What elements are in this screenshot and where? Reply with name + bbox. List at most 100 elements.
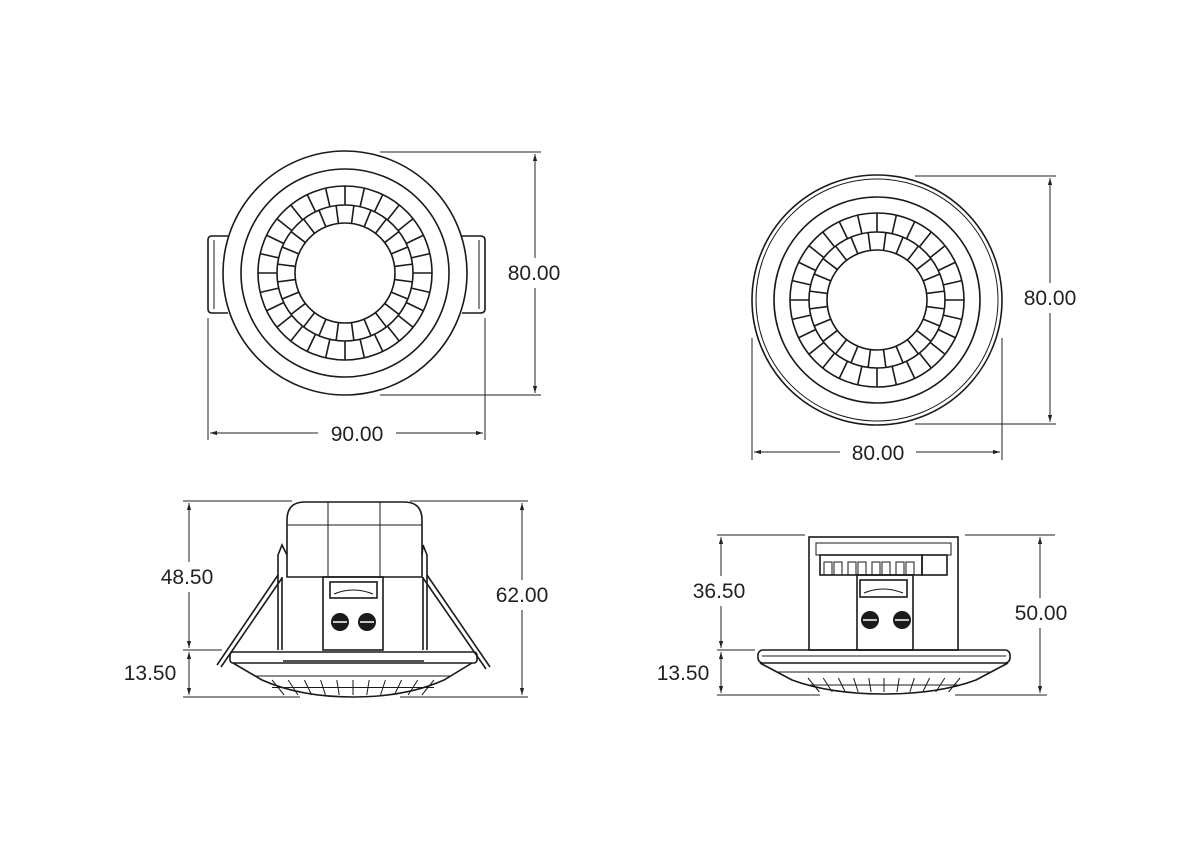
outer-rim (222, 150, 468, 396)
lens-segment (405, 234, 424, 245)
lens-segment (350, 322, 355, 341)
lens-segment (834, 339, 848, 355)
lens-segment (929, 341, 946, 355)
side-view-sensor-50 (757, 536, 1011, 695)
lens-segment (937, 261, 956, 272)
lens-segment (306, 194, 317, 213)
wiring-module (322, 576, 384, 651)
lens-segment (260, 252, 279, 259)
spring-clip-left (216, 574, 283, 668)
lens-segment (850, 236, 859, 255)
flange (229, 651, 478, 664)
lens-segment (290, 204, 304, 221)
lens-segment (266, 234, 285, 245)
lens-segment (411, 252, 430, 259)
lens-segment (335, 322, 340, 341)
lens-segment (411, 287, 430, 294)
screw-terminal-icon (331, 613, 376, 631)
lens-segment (808, 245, 825, 259)
lens-segment (929, 245, 946, 259)
lens-segment (384, 230, 400, 244)
lens-segment (373, 194, 384, 213)
inner-rim (773, 196, 981, 404)
lens-segment (276, 218, 293, 232)
lens-segment (390, 246, 409, 255)
lens-segment (302, 218, 316, 234)
lens-segment (822, 257, 838, 271)
lens-height-label: 13.50 (124, 662, 177, 685)
lens-segment (834, 245, 848, 261)
fresnel-lens (257, 185, 433, 361)
lens-segment (822, 352, 836, 369)
lens-segment (891, 215, 898, 234)
lens-segment (359, 188, 366, 207)
lens-segment (281, 291, 300, 300)
terminal-cap (286, 501, 423, 578)
lens-segment (918, 352, 932, 369)
width-label: 80.00 (852, 442, 905, 465)
dimension-top-right: 80.00 80.00 (751, 175, 1077, 465)
lens-segment (306, 333, 317, 352)
lens-segment (867, 232, 872, 251)
lens-segment (808, 341, 825, 355)
top-view-sensor-80 (751, 174, 1003, 426)
lens-segment (922, 273, 941, 282)
body-height-label: 36.50 (693, 580, 746, 603)
lens-segment (916, 329, 932, 343)
lens-segment (290, 302, 306, 316)
lens-segment (906, 339, 920, 355)
lens-segment (882, 349, 887, 368)
lens-segment (335, 205, 340, 224)
lens-segment (302, 312, 316, 328)
lens-segment (290, 230, 306, 244)
lens-segment (276, 314, 293, 328)
lens-segment (324, 339, 331, 358)
lens-segment (277, 278, 296, 283)
lens-segment (266, 301, 285, 312)
lens-segment (943, 279, 962, 286)
lens-segment (405, 301, 424, 312)
lens-segment (290, 325, 304, 342)
lens-segment (822, 231, 836, 248)
lens-segment (905, 360, 916, 379)
lens-segment (838, 221, 849, 240)
lens-segment (809, 305, 828, 310)
lens-segment (882, 232, 887, 251)
cable-slot (329, 581, 378, 599)
lens-segment (277, 263, 296, 268)
top-view-sensor-90 (207, 150, 486, 396)
lens-segment (792, 279, 811, 286)
lens-segment (850, 345, 859, 364)
lens-segment (905, 221, 916, 240)
height-label: 80.00 (1024, 287, 1077, 310)
lens-segment (363, 209, 372, 228)
lens-segment (916, 257, 932, 271)
lens-segment (374, 218, 388, 234)
lens-segment (318, 209, 327, 228)
height-label: 80.00 (508, 262, 561, 285)
fresnel-lens (789, 212, 965, 388)
dimension-top-left: 80.00 90.00 (207, 151, 561, 446)
side-view-sensor-62 (216, 501, 491, 698)
terminal-slots (823, 561, 915, 576)
lens-segment (895, 345, 904, 364)
inner-rim (240, 168, 450, 378)
total-height-label: 50.00 (1015, 602, 1068, 625)
lens-segment (394, 263, 413, 268)
lens-segment (813, 318, 832, 327)
lens-segment (324, 188, 331, 207)
lens-segment (374, 312, 388, 328)
lens-segment (906, 245, 920, 261)
mounting-tab-left (207, 235, 228, 314)
total-height-label: 62.00 (496, 584, 549, 607)
body-height-label: 48.50 (161, 566, 214, 589)
lens-dome (232, 662, 473, 698)
lens-height-label: 13.50 (657, 662, 710, 685)
lens-segment (895, 236, 904, 255)
lens-segment (926, 305, 945, 310)
lens-segment (390, 291, 409, 300)
lens-segment (922, 318, 941, 327)
lens-segment (384, 302, 400, 316)
lens-segment (373, 333, 384, 352)
